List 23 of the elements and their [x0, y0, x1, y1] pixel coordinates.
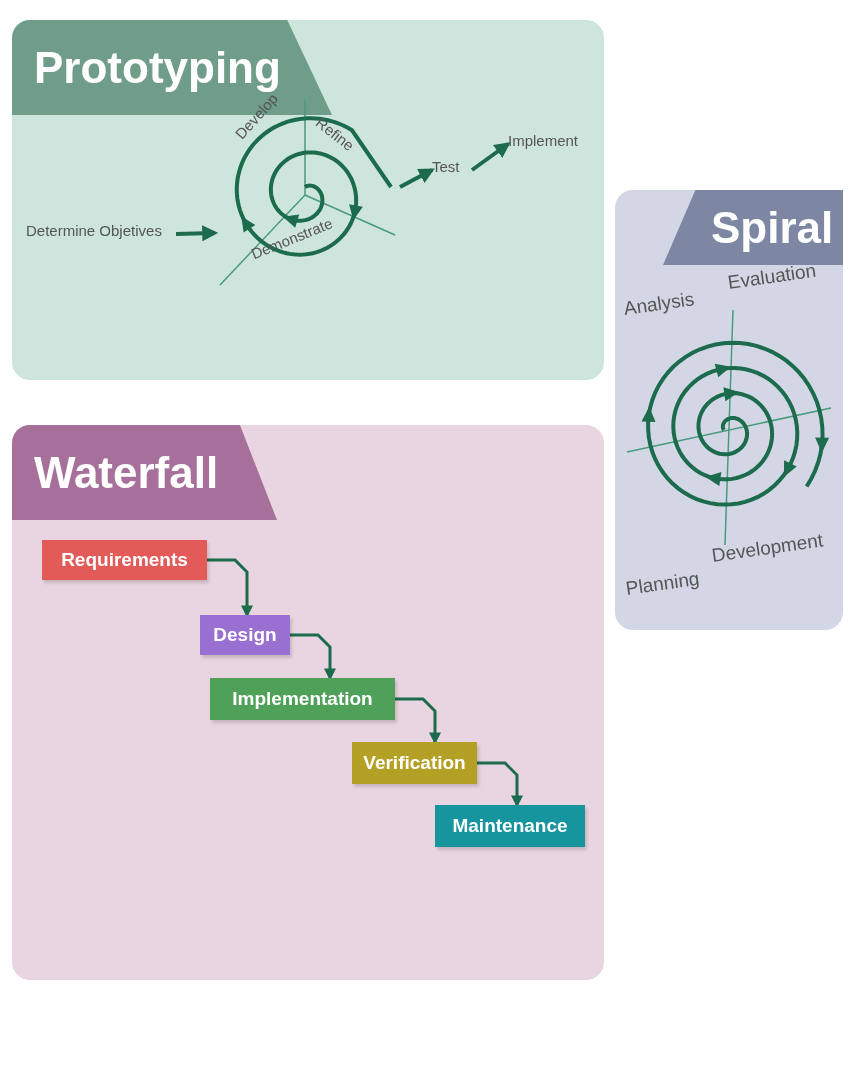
phase-box: Implementation — [210, 678, 395, 720]
phase-box: Verification — [352, 742, 477, 784]
phase-box: Requirements — [42, 540, 207, 580]
step-text: Implement — [508, 132, 596, 156]
step-text: Test — [432, 158, 472, 182]
arrow — [477, 761, 523, 808]
arrow — [290, 633, 336, 681]
arrow — [399, 168, 435, 189]
prototyping-panel — [12, 20, 604, 380]
spiral-panel — [615, 190, 843, 630]
arrow — [395, 697, 441, 745]
arrow — [207, 558, 253, 618]
phase-label: Planning — [624, 567, 701, 600]
arrow — [470, 142, 511, 172]
phase-label: Development — [710, 529, 825, 567]
step-text: Determine Objetives — [26, 222, 176, 246]
phase-box: Maintenance — [435, 805, 585, 847]
waterfall-panel — [12, 425, 604, 980]
phase-box: Design — [200, 615, 290, 655]
phase-label: Analysis — [622, 288, 696, 320]
arrow — [175, 225, 219, 242]
panel-title: Waterfall — [12, 425, 277, 520]
panel-title: Spiral — [663, 190, 843, 265]
